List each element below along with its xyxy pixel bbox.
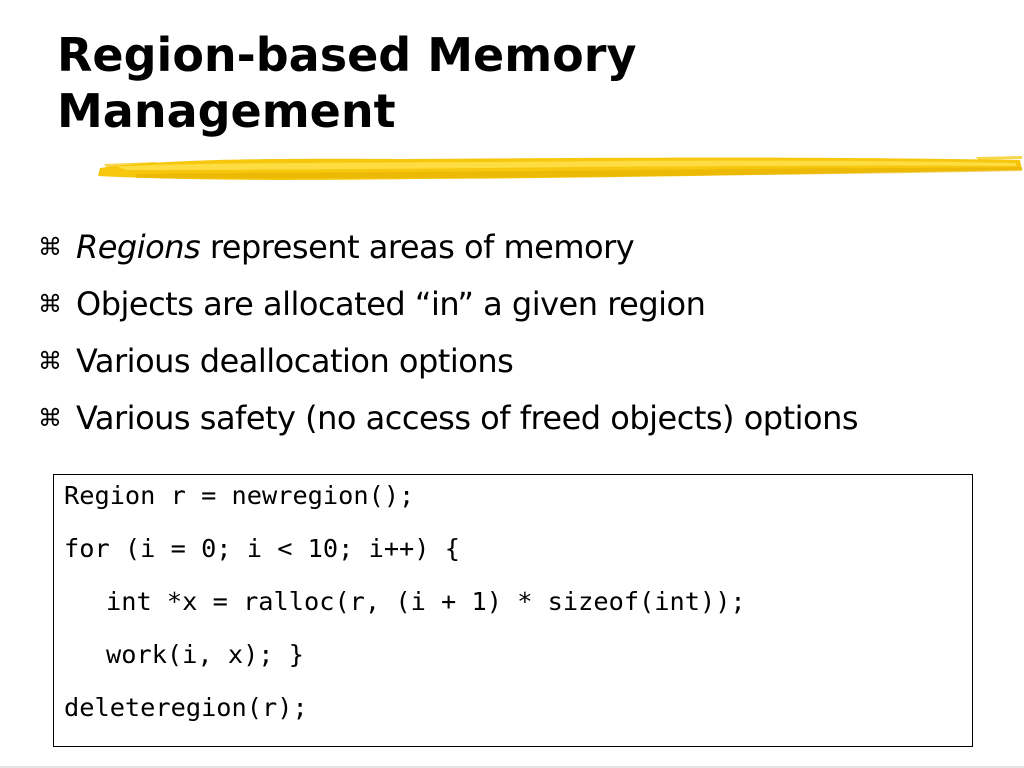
command-key-icon: ⌘ (38, 346, 62, 375)
command-key-icon: ⌘ (38, 403, 62, 432)
code-line: Region r = newregion(); (64, 481, 415, 510)
command-key-icon: ⌘ (38, 232, 62, 261)
bottom-divider (0, 766, 1024, 768)
title-line-1: Region-based Memory (57, 28, 637, 82)
bullet-text: Various safety (no access of freed objec… (76, 398, 859, 437)
code-line: deleteregion(r); (64, 693, 308, 722)
bullet-item: ⌘ Various deallocation options (38, 332, 1008, 389)
bullet-list: ⌘ Regions represent areas of memory ⌘ Ob… (38, 218, 1008, 446)
title-line-2: Management (57, 84, 396, 138)
bullet-item: ⌘ Various safety (no access of freed obj… (38, 389, 1008, 446)
code-line: for (i = 0; i < 10; i++) { (64, 534, 460, 563)
yellow-brush-stroke-divider (98, 156, 1022, 180)
slide-title: Region-based Memory Management (57, 27, 997, 139)
code-block: Region r = newregion(); for (i = 0; i < … (53, 474, 973, 747)
bullet-emphasis: Regions (76, 227, 201, 266)
code-line: work(i, x); } (106, 640, 304, 669)
bullet-rest: represent areas of memory (200, 227, 635, 266)
bullet-text: Objects are allocated “in” a given regio… (76, 284, 706, 323)
code-line: int *x = ralloc(r, (i + 1) * sizeof(int)… (106, 587, 746, 616)
command-key-icon: ⌘ (38, 289, 62, 318)
bullet-item: ⌘ Objects are allocated “in” a given reg… (38, 275, 1008, 332)
bullet-item: ⌘ Regions represent areas of memory (38, 218, 1008, 275)
bullet-text: Regions represent areas of memory (76, 227, 635, 266)
bullet-text: Various deallocation options (76, 341, 514, 380)
